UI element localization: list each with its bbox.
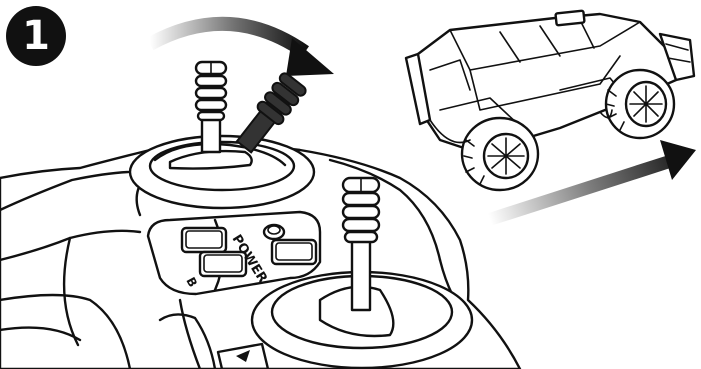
button-c[interactable] bbox=[272, 240, 316, 264]
front-wheel bbox=[462, 118, 538, 190]
power-button[interactable] bbox=[264, 225, 284, 239]
curved-arrow-icon bbox=[150, 24, 334, 76]
left-joystick bbox=[130, 62, 314, 208]
button-a[interactable] bbox=[182, 228, 226, 252]
rear-wheel bbox=[606, 70, 674, 138]
